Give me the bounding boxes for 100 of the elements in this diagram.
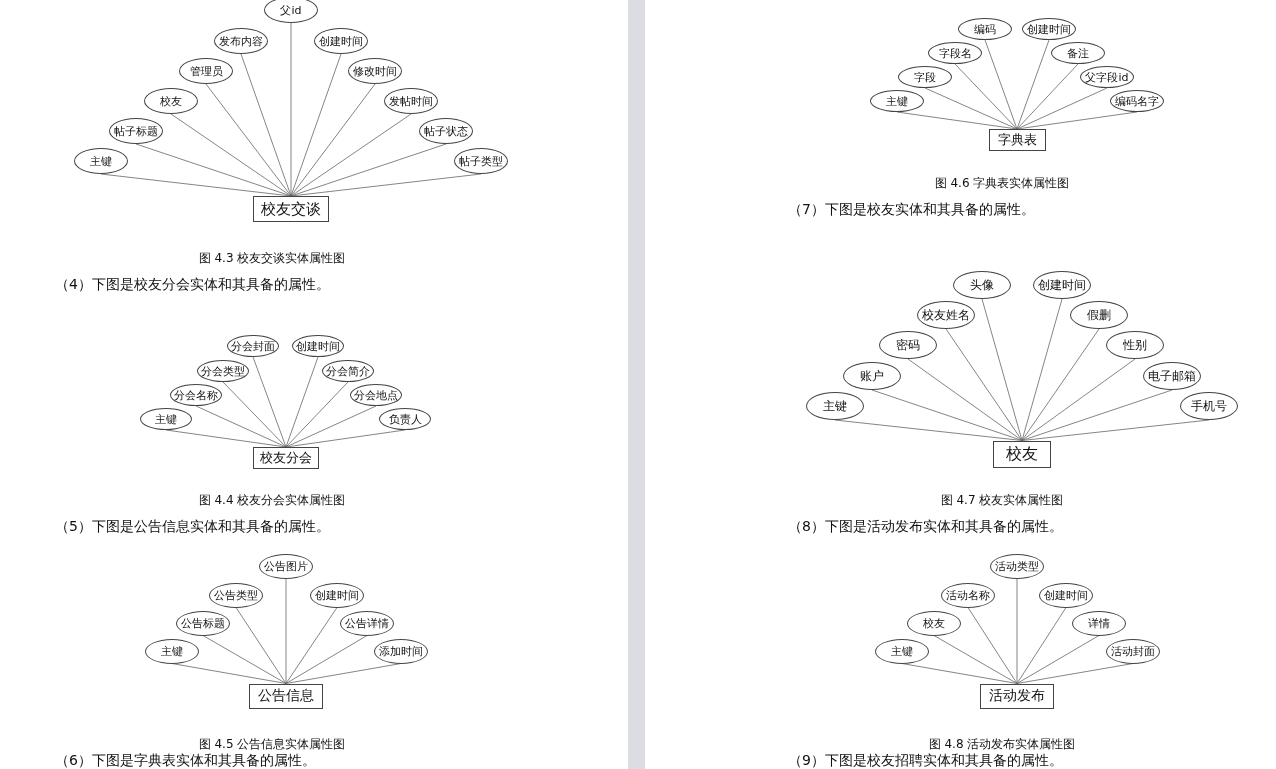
- figure-caption: 图 4.6 字典表实体属性图: [934, 175, 1070, 192]
- connector-line: [202, 635, 287, 684]
- entity-box: 字典表: [988, 129, 1046, 151]
- attribute-ellipse: 校友姓名: [917, 301, 975, 329]
- attribute-ellipse: 校友: [907, 610, 961, 636]
- entity-box: 公告信息: [249, 683, 323, 709]
- attribute-ellipse: 校友: [144, 88, 198, 114]
- connector-line: [195, 405, 287, 448]
- attribute-ellipse: 主键: [875, 638, 929, 664]
- connector-line: [933, 635, 1018, 684]
- attribute-ellipse: 手机号: [1180, 392, 1238, 420]
- connector-line: [1016, 663, 1134, 684]
- attribute-ellipse: 详情: [1072, 610, 1126, 636]
- entity-box: 校友分会: [253, 447, 319, 469]
- attribute-ellipse: 主键: [870, 90, 924, 112]
- attribute-ellipse: 公告类型: [209, 582, 263, 608]
- connector-line: [981, 298, 1023, 441]
- attribute-ellipse: 性别: [1106, 331, 1164, 359]
- connector-line: [1016, 87, 1108, 130]
- paragraph-text: （5）下图是公告信息实体和其具备的属性。: [55, 518, 330, 536]
- attribute-ellipse: 父id: [264, 0, 318, 23]
- connector-line: [290, 113, 412, 197]
- attribute-ellipse: 主键: [140, 408, 192, 430]
- attribute-ellipse: 假删: [1070, 301, 1128, 329]
- connector-line: [984, 39, 1018, 130]
- attribute-ellipse: 帖子类型: [454, 148, 508, 174]
- figure-caption: 图 4.8 活动发布实体属性图: [928, 736, 1076, 753]
- connector-line: [901, 663, 1018, 684]
- attribute-ellipse: 创建时间: [314, 28, 368, 54]
- attribute-ellipse: 头像: [953, 271, 1011, 299]
- attribute-ellipse: 父字段id: [1080, 66, 1134, 88]
- attribute-ellipse: 分会地点: [350, 384, 402, 406]
- connector-line: [285, 405, 377, 448]
- attribute-ellipse: 编码名字: [1110, 90, 1164, 112]
- paragraph-text: （8）下图是活动发布实体和其具备的属性。: [788, 518, 1063, 536]
- attribute-ellipse: 负责人: [379, 408, 431, 430]
- connector-line: [135, 143, 292, 197]
- connector-line: [240, 53, 292, 197]
- figure-caption: 图 4.3 校友交谈实体属性图: [198, 250, 346, 267]
- attribute-ellipse: 创建时间: [1033, 271, 1091, 299]
- connector-line: [285, 663, 402, 684]
- attribute-ellipse: 密码: [879, 331, 937, 359]
- connector-line: [205, 83, 292, 197]
- connector-line: [1016, 578, 1018, 684]
- attribute-ellipse: 活动类型: [990, 553, 1044, 579]
- attribute-ellipse: 分会名称: [170, 384, 222, 406]
- connector-line: [290, 22, 292, 197]
- attribute-ellipse: 活动封面: [1106, 638, 1160, 664]
- attribute-ellipse: 创建时间: [292, 335, 344, 357]
- attribute-ellipse: 添加时间: [374, 638, 428, 664]
- attribute-ellipse: 公告标题: [176, 610, 230, 636]
- attribute-ellipse: 编码: [958, 18, 1012, 40]
- attribute-ellipse: 字段: [898, 66, 952, 88]
- connector-line: [252, 356, 287, 448]
- attribute-ellipse: 修改时间: [348, 58, 402, 84]
- attribute-ellipse: 管理员: [179, 58, 233, 84]
- attribute-ellipse: 备注: [1051, 42, 1105, 64]
- connector-line: [285, 635, 368, 684]
- attribute-ellipse: 字段名: [928, 42, 982, 64]
- connector-line: [285, 356, 319, 448]
- figure-caption: 图 4.7 校友实体属性图: [940, 492, 1064, 509]
- connector-line: [290, 83, 376, 197]
- connector-line: [924, 87, 1018, 130]
- attribute-ellipse: 主键: [806, 392, 864, 420]
- attribute-ellipse: 分会简介: [322, 360, 374, 382]
- attribute-ellipse: 主键: [74, 148, 128, 174]
- connector-line: [171, 663, 287, 684]
- connector-line: [1021, 358, 1136, 441]
- entity-box: 校友交谈: [253, 196, 329, 222]
- attribute-ellipse: 帖子状态: [419, 118, 473, 144]
- paragraph-text: （6）下图是字典表实体和其具备的属性。: [55, 752, 316, 769]
- paragraph-text: （9）下图是校友招聘实体和其具备的属性。: [788, 752, 1063, 769]
- attribute-ellipse: 分会类型: [197, 360, 249, 382]
- attribute-ellipse: 公告详情: [340, 610, 394, 636]
- connector-line: [285, 578, 287, 684]
- paragraph-text: （7）下图是校友实体和其具备的属性。: [788, 201, 1035, 219]
- connector-line: [170, 113, 292, 197]
- attribute-ellipse: 公告图片: [259, 553, 313, 579]
- connector-line: [1021, 389, 1173, 441]
- connector-line: [1016, 39, 1050, 130]
- attribute-ellipse: 主键: [145, 638, 199, 664]
- connector-line: [290, 53, 342, 197]
- entity-box: 校友: [993, 440, 1051, 468]
- connector-line: [945, 328, 1023, 441]
- attribute-ellipse: 帖子标题: [109, 118, 163, 144]
- connector-line: [1016, 635, 1100, 684]
- connector-line: [290, 143, 447, 197]
- attribute-ellipse: 创建时间: [1022, 18, 1076, 40]
- connector-line: [1021, 298, 1063, 441]
- attribute-ellipse: 发帖时间: [384, 88, 438, 114]
- attribute-ellipse: 创建时间: [310, 582, 364, 608]
- attribute-ellipse: 活动名称: [941, 582, 995, 608]
- attribute-ellipse: 创建时间: [1039, 582, 1093, 608]
- attribute-ellipse: 发布内容: [214, 28, 268, 54]
- attribute-ellipse: 电子邮箱: [1143, 362, 1201, 390]
- attribute-ellipse: 分会封面: [227, 335, 279, 357]
- entity-box: 活动发布: [980, 683, 1054, 709]
- connector-line: [907, 358, 1023, 441]
- attribute-ellipse: 账户: [843, 362, 901, 390]
- connector-line: [871, 389, 1023, 441]
